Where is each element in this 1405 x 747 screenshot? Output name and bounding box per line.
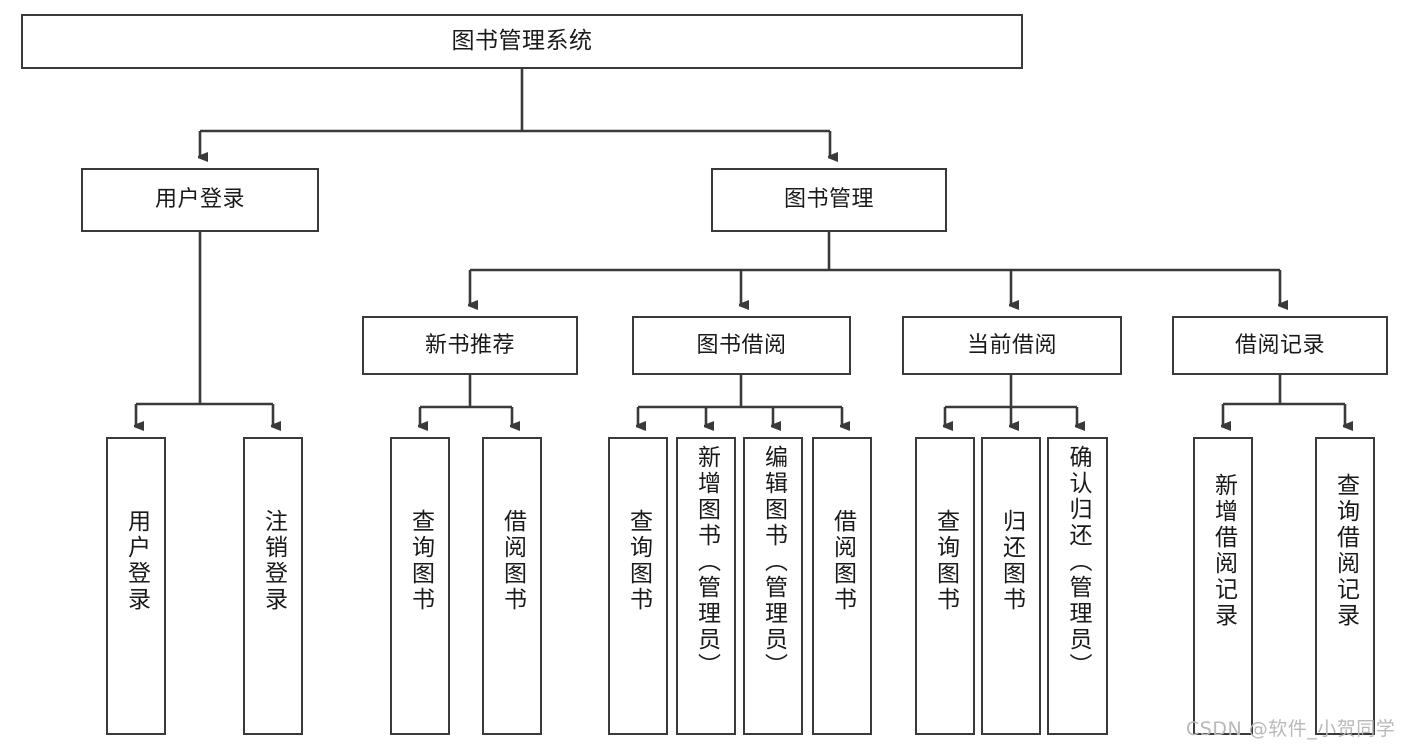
leaf-return-book[interactable]: 归还图书 — [981, 437, 1041, 735]
node-book-management[interactable]: 图书管理 — [711, 168, 947, 232]
leaf-borrow-book[interactable]: 借阅图书 — [812, 437, 872, 735]
leaf-query-book-borrow-label: 查询图书 — [625, 509, 652, 613]
node-root[interactable]: 图书管理系统 — [21, 14, 1023, 69]
node-root-label: 图书管理系统 — [451, 28, 593, 55]
node-borrow-record[interactable]: 借阅记录 — [1172, 316, 1388, 375]
node-book-borrow-label: 图书借阅 — [696, 332, 787, 358]
leaf-logout[interactable]: 注销登录 — [243, 437, 303, 735]
leaf-logout-label: 注销登录 — [260, 509, 287, 613]
node-new-book-recommend[interactable]: 新书推荐 — [362, 316, 578, 375]
node-user-login[interactable]: 用户登录 — [81, 168, 319, 232]
node-current-borrow[interactable]: 当前借阅 — [902, 316, 1122, 375]
leaf-query-book-current[interactable]: 查询图书 — [915, 437, 975, 735]
node-book-management-label: 图书管理 — [783, 187, 874, 213]
leaf-borrow-book-recommend[interactable]: 借阅图书 — [482, 437, 542, 735]
leaf-add-borrow-record-label: 新增借阅记录 — [1210, 473, 1237, 629]
leaf-query-book-recommend-label: 查询图书 — [407, 509, 434, 613]
leaf-edit-book-admin-label: 编辑图书（管理员） — [760, 445, 787, 679]
leaf-query-book-recommend[interactable]: 查询图书 — [390, 437, 450, 735]
leaf-confirm-return-admin-label: 确认归还（管理员） — [1065, 445, 1091, 679]
leaf-user-login-label: 用户登录 — [123, 509, 150, 613]
leaf-add-book-admin-label: 新增图书（管理员） — [693, 445, 720, 679]
leaf-user-login[interactable]: 用户登录 — [106, 437, 166, 735]
node-book-borrow[interactable]: 图书借阅 — [632, 316, 851, 375]
leaf-confirm-return-admin[interactable]: 确认归还（管理员） — [1047, 437, 1108, 735]
leaf-query-borrow-record[interactable]: 查询借阅记录 — [1315, 437, 1375, 735]
leaf-borrow-book-label: 借阅图书 — [829, 509, 856, 613]
node-borrow-record-label: 借阅记录 — [1234, 332, 1325, 358]
node-current-borrow-label: 当前借阅 — [966, 332, 1057, 358]
leaf-query-borrow-record-label: 查询借阅记录 — [1332, 473, 1359, 629]
leaf-query-book-current-label: 查询图书 — [932, 509, 959, 613]
node-user-login-label: 用户登录 — [154, 187, 245, 213]
node-new-book-recommend-label: 新书推荐 — [424, 332, 515, 358]
leaf-edit-book-admin[interactable]: 编辑图书（管理员） — [743, 437, 803, 735]
leaf-borrow-book-recommend-label: 借阅图书 — [499, 509, 526, 613]
leaf-add-borrow-record[interactable]: 新增借阅记录 — [1193, 437, 1253, 735]
leaf-add-book-admin[interactable]: 新增图书（管理员） — [676, 437, 736, 735]
leaf-query-book-borrow[interactable]: 查询图书 — [608, 437, 668, 735]
leaf-return-book-label: 归还图书 — [998, 509, 1025, 613]
